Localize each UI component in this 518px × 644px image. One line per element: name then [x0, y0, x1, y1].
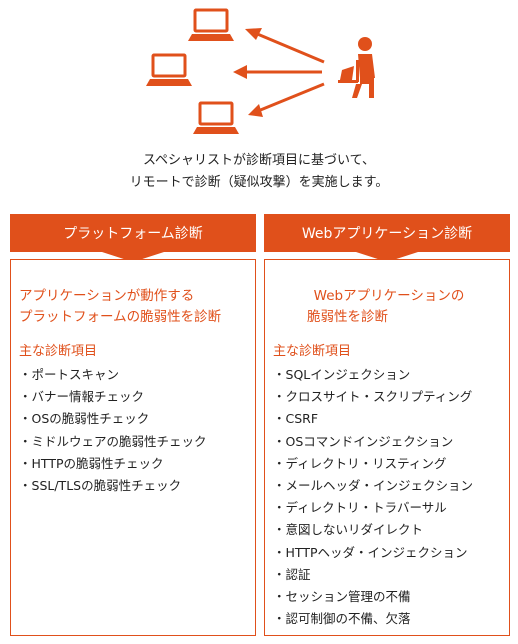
list-item: セッション管理の不備	[273, 586, 505, 608]
intro-line-1: スペシャリストが診断項目に基づいて、	[142, 153, 376, 168]
webapp-lead-line-1: Webアプリケーションの	[313, 288, 465, 304]
laptop-icon	[146, 53, 192, 86]
list-item: SQLインジェクション	[273, 364, 505, 386]
platform-lead-line-1: アプリケーションが動作する	[19, 288, 195, 304]
webapp-lead-line-2: 脆弱性を診断	[307, 309, 388, 325]
webapp-items-list: SQLインジェクション クロスサイト・スクリプティング CSRF OSコマンドイ…	[273, 364, 505, 630]
list-item: HTTPヘッダ・インジェクション	[273, 542, 505, 564]
platform-panel: アプリケーションが動作する プラットフォームの脆弱性を診断 主な診断項目 ポート…	[10, 259, 256, 636]
webapp-panel-header: Webアプリケーション診断	[264, 214, 510, 264]
list-item: ディレクトリ・トラバーサル	[273, 497, 505, 519]
list-item: バナー情報チェック	[19, 386, 251, 408]
platform-panel-header: プラットフォーム診断	[10, 214, 256, 264]
platform-lead-line-2: プラットフォームの脆弱性を診断	[19, 309, 222, 325]
platform-panel-title: プラットフォーム診断	[63, 226, 203, 242]
webapp-items-title: 主な診断項目	[273, 344, 352, 359]
webapp-panel: Webアプリケーションの 脆弱性を診断 主な診断項目 SQLインジェクション ク…	[264, 259, 510, 636]
platform-items-list: ポートスキャン バナー情報チェック OSの脆弱性チェック ミドルウェアの脆弱性チ…	[19, 364, 251, 497]
list-item: HTTPの脆弱性チェック	[19, 453, 251, 475]
webapp-panel-title: Webアプリケーション診断	[301, 226, 473, 242]
remote-diagnosis-illustration	[146, 8, 375, 134]
laptop-icon	[193, 101, 239, 134]
list-item: ポートスキャン	[19, 364, 251, 386]
platform-items-title: 主な診断項目	[19, 344, 98, 359]
list-item: OSの脆弱性チェック	[19, 408, 251, 430]
list-item: 意図しないリダイレクト	[273, 519, 505, 541]
list-item: クロスサイト・スクリプティング	[273, 386, 505, 408]
list-item: SSL/TLSの脆弱性チェック	[19, 475, 251, 497]
person-at-laptop-icon	[338, 37, 375, 98]
list-item: メールヘッダ・インジェクション	[273, 475, 505, 497]
list-item: CSRF	[273, 408, 505, 430]
list-item: 認可制御の不備、欠落	[273, 608, 505, 630]
intro-line-2: リモートで診断（疑似攻撃）を実施します。	[129, 175, 389, 190]
list-item: OSコマンドインジェクション	[273, 431, 505, 453]
laptop-icon	[188, 8, 234, 41]
list-item: ミドルウェアの脆弱性チェック	[19, 431, 251, 453]
arrow-icon	[233, 28, 325, 117]
list-item: 認証	[273, 564, 505, 586]
list-item: ディレクトリ・リスティング	[273, 453, 505, 475]
